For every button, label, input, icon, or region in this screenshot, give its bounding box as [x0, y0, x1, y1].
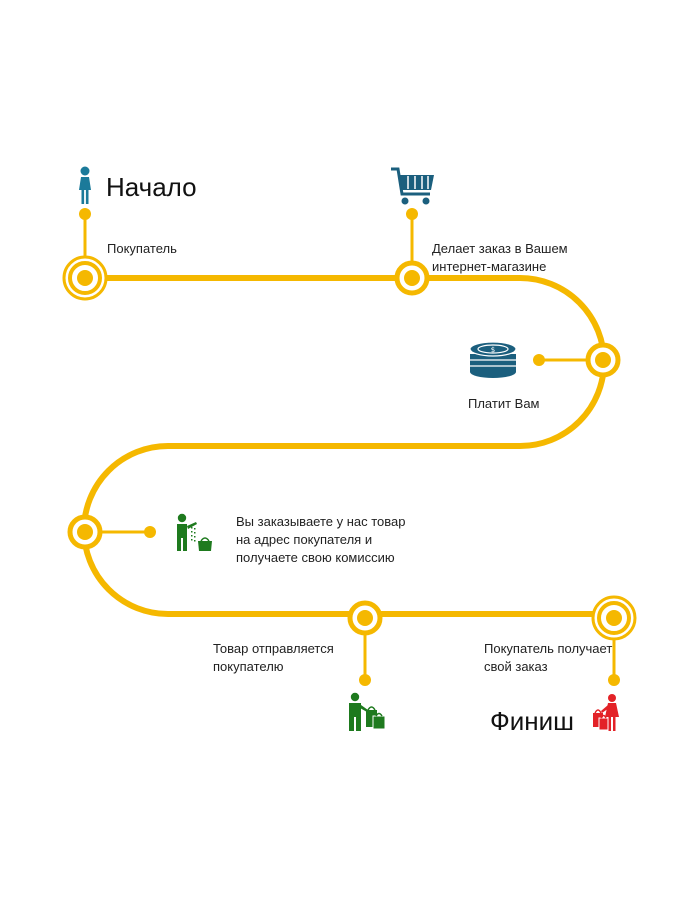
- person-watering-icon: [177, 513, 212, 551]
- node-order: [394, 260, 430, 296]
- node-start: [62, 255, 108, 301]
- step-label-pay: Платит Вам: [468, 396, 540, 411]
- step-label-buyer: Покупатель: [107, 241, 177, 256]
- coins-stack-icon: $: [469, 341, 517, 378]
- person-with-bags-icon: [349, 692, 386, 731]
- shopping-cart-icon: [391, 167, 434, 205]
- woman-icon: [79, 166, 91, 204]
- step-label-order: Делает заказ в Вашем интернет-магазине: [432, 241, 568, 274]
- step-label-shipping: Товар отправляется покупателю: [213, 641, 334, 674]
- woman-shopping-bags-icon: [593, 694, 619, 731]
- step-label-receive: Покупатель получает свой заказ: [484, 641, 613, 674]
- node-commission: [67, 514, 103, 550]
- svg-text:$: $: [491, 346, 495, 354]
- node-pay: [585, 342, 621, 378]
- finish-title: Финиш: [490, 706, 575, 736]
- node-finish: [591, 595, 637, 641]
- node-shipping: [347, 600, 383, 636]
- start-title: Начало: [106, 172, 197, 202]
- step-label-commission: Вы заказываете у нас товар на адрес поку…: [236, 514, 406, 565]
